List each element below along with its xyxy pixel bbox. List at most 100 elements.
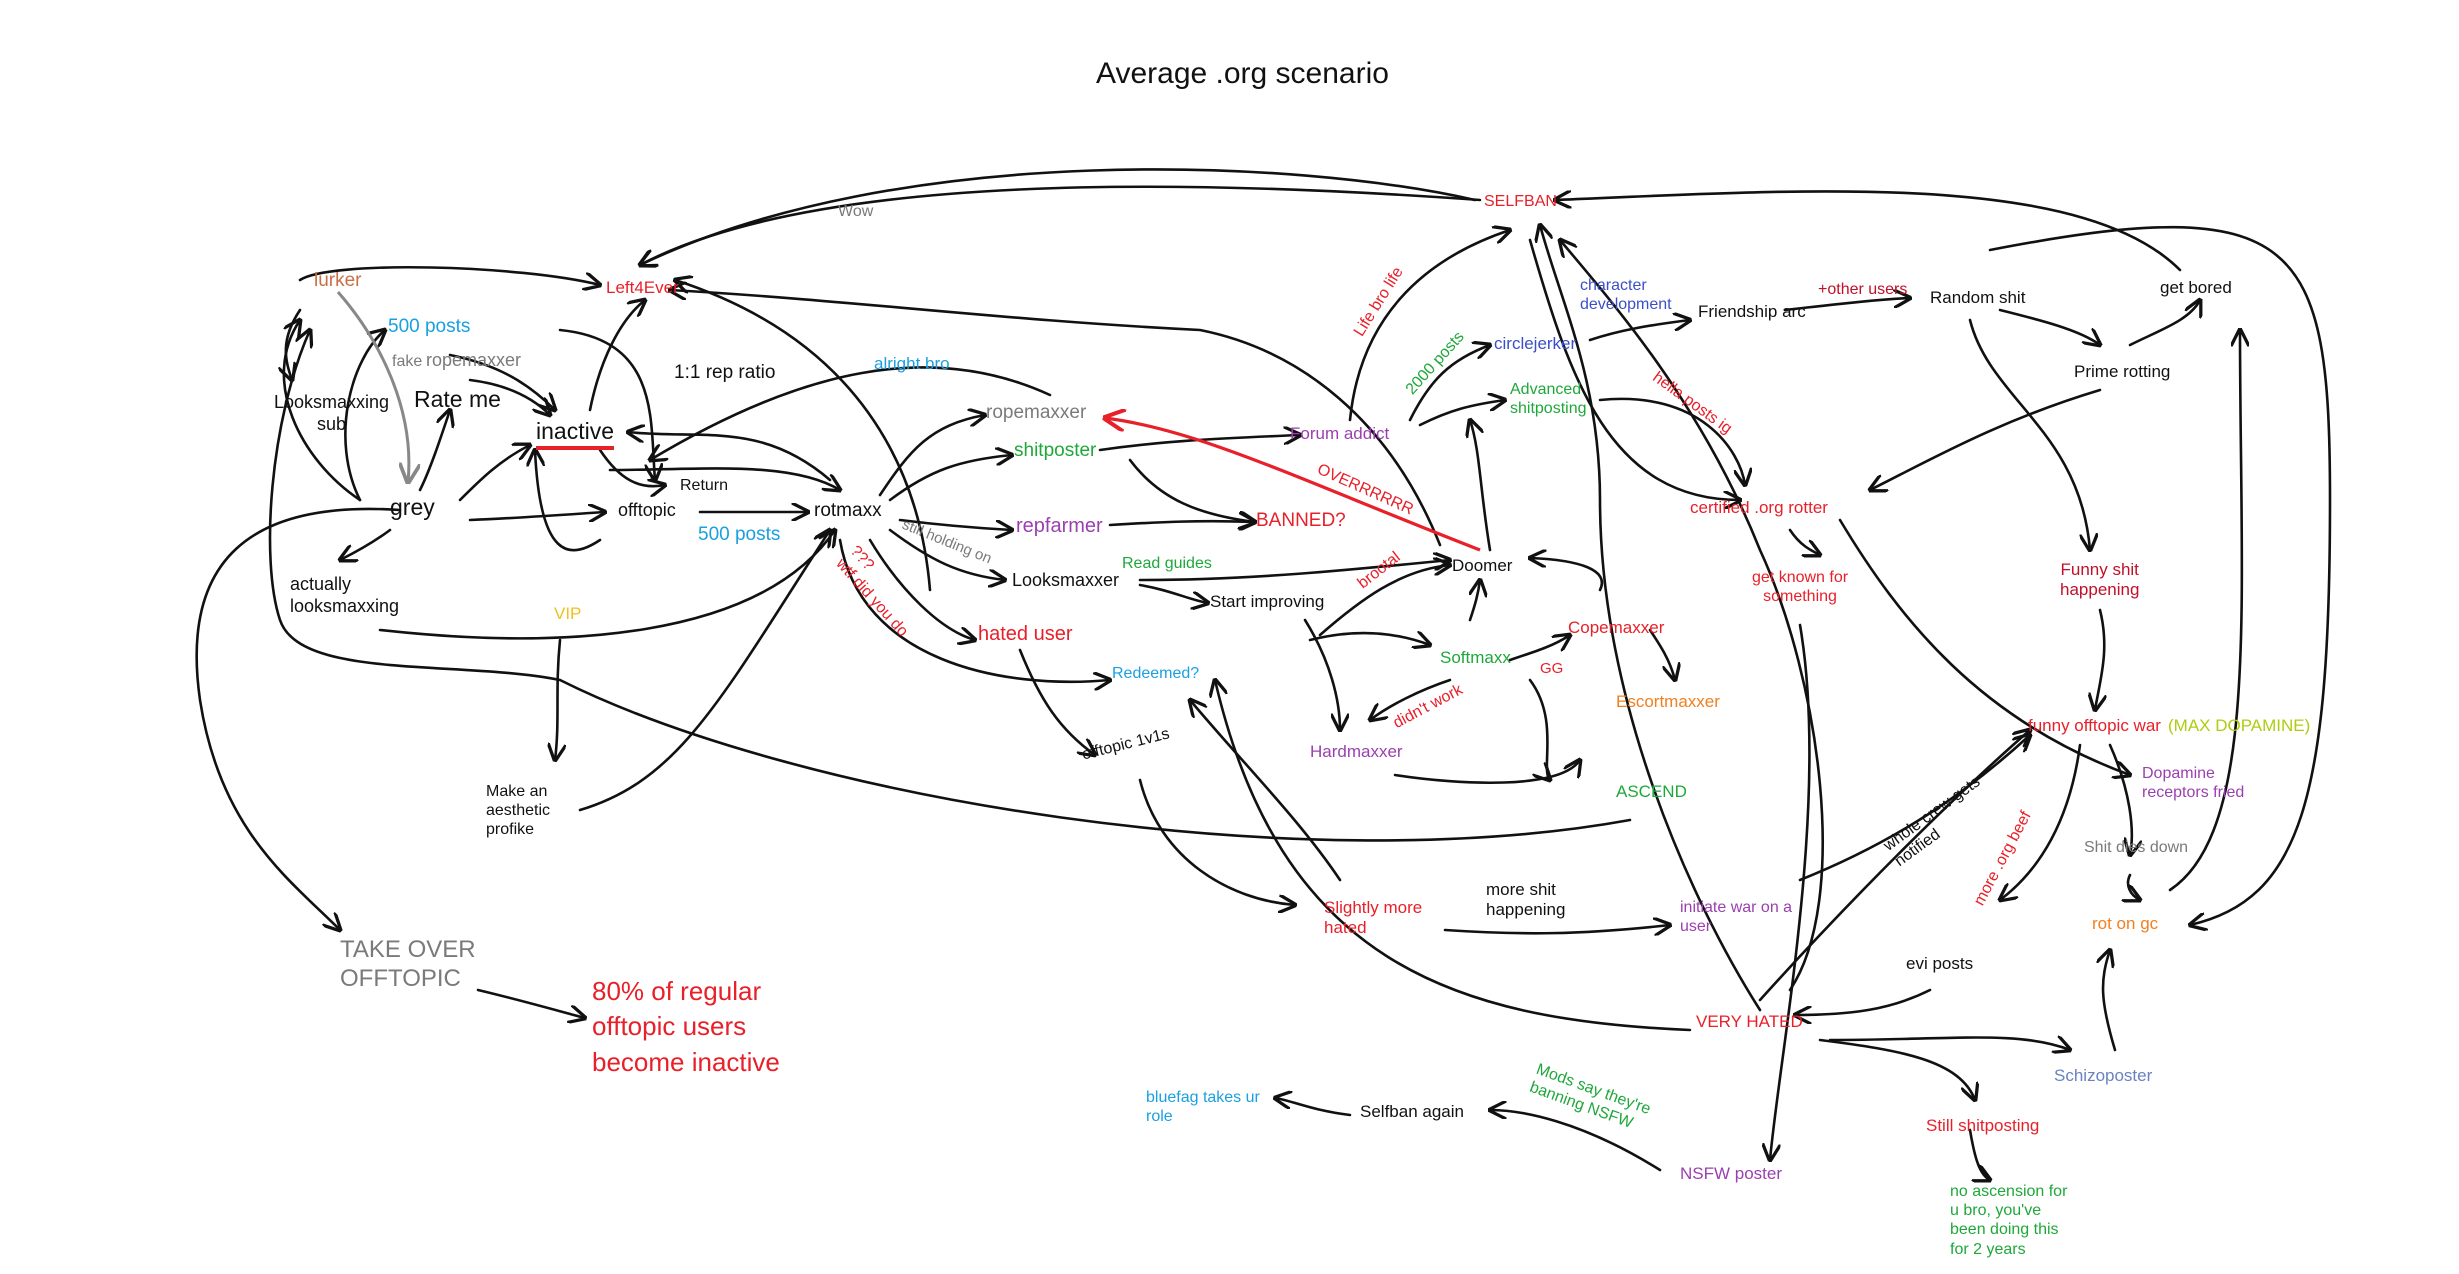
arrow-selfban-chardev <box>1528 238 1740 500</box>
node-get-bored: get bored <box>2160 278 2232 297</box>
node-no-ascension: no ascension for u bro, you've been doin… <box>1950 1183 2068 1258</box>
node-rot-on-gc: rot on gc <box>2092 914 2159 933</box>
arrow-prime-getbored <box>2128 300 2200 347</box>
arrow-doomer-advanced <box>1470 420 1492 552</box>
arrow-rotmaxx-repfarmer <box>898 518 1012 530</box>
arrow-getknown-nsfw <box>1770 623 1811 1160</box>
arrow-takeover-80 <box>476 988 585 1018</box>
node-hated-user: hated user <box>978 623 1073 645</box>
arrow-looksmaxxer-doomer <box>1138 560 1450 582</box>
arrow-doomer-ropemaxxer <box>1105 418 1481 552</box>
arrow-vip-inactive <box>535 450 602 552</box>
arrow-getbored-selfban <box>1555 190 2182 272</box>
arrow-grey-lurker <box>282 320 362 502</box>
arrow-lurker-left4ever <box>298 265 600 285</box>
arrow-funnywar-evi <box>2000 743 2082 900</box>
arrow-grey-offtopic <box>468 512 605 520</box>
arrow-rotmaxx-looksmaxxer <box>888 528 1005 580</box>
arrow-makeprofile-rotmaxx <box>578 530 830 812</box>
node-left4ever: Left4Ever <box>606 278 679 297</box>
arrow-rotgc-right <box>2168 330 2242 892</box>
arrow-left4ever-rep <box>675 280 932 592</box>
node-selfban-again: Selfban again <box>1360 1102 1464 1121</box>
node-rep-ratio: 1:1 rep ratio <box>674 362 776 383</box>
node-500-posts: 500 posts <box>388 316 471 337</box>
node-rotmaxx: rotmaxx <box>814 500 882 521</box>
arrow-wow-left4ever <box>640 185 1482 265</box>
node-very-hated: VERY HATED <box>1696 1012 1803 1031</box>
arrow-inactive-left4ever <box>588 300 645 412</box>
arrow-advanced-certified <box>1598 397 1745 485</box>
arrow-grey-inactive <box>458 445 530 502</box>
arrow-alrightbro <box>650 366 1052 460</box>
arrow-shitposter-banned <box>1128 458 1255 522</box>
arrow-inactive-return <box>598 448 665 486</box>
node-redeemed: Redeemed? <box>1112 665 1200 682</box>
node-wow: Wow <box>838 203 874 220</box>
node-hardmaxxer: Hardmaxxer <box>1310 742 1403 761</box>
arrow-veryhated-stillshit <box>1818 1038 1975 1100</box>
arrow-funnywar-dies <box>2108 743 2132 855</box>
arrow-evi-veryhated <box>1795 988 1932 1015</box>
node-lurker: lurker <box>314 270 362 291</box>
arrow-random-prime <box>1998 308 2100 345</box>
node-bluefag: bluefag takes ur role <box>1146 1089 1260 1126</box>
node-inactive: inactive <box>536 418 614 450</box>
arrow-rotmaxx-ropemaxxer <box>878 415 985 497</box>
node-funny-shit: Funny shit happening <box>2060 560 2140 600</box>
arrow-friendship-other <box>1783 298 1910 312</box>
node-alright-bro: alright bro <box>874 354 950 373</box>
node-nsfw-poster: NSFW poster <box>1680 1164 1783 1183</box>
arrow-forumaddict-advanced <box>1418 400 1505 427</box>
node-fake-ropemaxxer: ropemaxxer <box>426 350 522 370</box>
arrow-veryhated-selfban <box>1540 225 1762 1012</box>
node-max-dopamine: (MAX DOPAMINE) <box>2168 716 2311 735</box>
arrow-funny-funnywar <box>2095 608 2104 710</box>
node-slightly-more-hated: Slightly more hated <box>1324 898 1423 938</box>
node-shitposter: shitposter <box>1014 440 1097 461</box>
arrow-looksmaxxer-startimproving <box>1138 583 1208 603</box>
node-forum-addict: Forum addict <box>1290 424 1390 443</box>
node-doomer: Doomer <box>1452 556 1513 575</box>
arrow-veryhated-schizo <box>1828 1038 2070 1051</box>
arrow-softmaxx-doomer <box>1468 580 1480 622</box>
arrow-schizo-rot <box>2103 950 2117 1052</box>
arrow-hardmaxxer-ascend <box>1393 760 1580 784</box>
node-actually-looksmaxxing: actually looksmaxxing <box>290 574 400 616</box>
arrow-forumaddict-circlejerker <box>1408 345 1490 422</box>
arrow-rateme-inactive <box>468 378 550 415</box>
node-dopamine-fried: Dopamine receptors fried <box>2142 765 2245 802</box>
node-offtopic: offtopic <box>618 500 676 520</box>
arrow-slightly-redeemed <box>1190 700 1342 882</box>
arrow-copemaxxer-escort <box>1648 628 1675 680</box>
node-still-shitposting: Still shitposting <box>1926 1116 2040 1135</box>
arrow-prime-certified <box>1870 388 2102 490</box>
node-copemaxxer: Copemaxxer <box>1568 618 1665 637</box>
arrow-startimproving-hardmaxxer <box>1303 618 1340 730</box>
node-make-profile: Make an aesthetic profike <box>486 783 551 839</box>
node-repfarmer: repfarmer <box>1016 515 1103 537</box>
node-ascend: ASCEND <box>1616 782 1687 801</box>
node-circlejerker: circlejerker <box>1494 334 1577 353</box>
node-certified-rotter: certified .org rotter <box>1690 498 1828 517</box>
node-gg: GG <box>1540 660 1564 677</box>
arrow-outer-right <box>1988 225 2332 925</box>
node-advanced-shitposting: Advanced shitposting <box>1510 381 1587 418</box>
node-grey: grey <box>390 494 435 520</box>
arrow-veryhated-nsfw <box>1560 240 1824 992</box>
node-banned: BANNED? <box>1256 510 1346 531</box>
node-prime-rotting: Prime rotting <box>2074 362 2171 381</box>
node-evi-posts: evi posts <box>1906 954 1974 973</box>
arrow-dies-rot <box>2128 873 2140 900</box>
arrow-rotmaxx-hated <box>868 538 975 640</box>
arrow-rotmaxx-shitposter <box>888 455 1012 502</box>
arrow-offtopic1v1-slightly <box>1138 778 1295 905</box>
node-return: Return <box>680 477 729 494</box>
node-rate-me: Rate me <box>414 386 501 412</box>
node-funny-offtopic-war: funny offtopic war <box>2028 716 2161 735</box>
arrow-rotmaxx-inactive <box>628 432 832 482</box>
node-80-percent: 80% of regular offtopic users become ina… <box>592 976 780 1077</box>
arrow-nsfw-selfbanagain <box>1490 1110 1662 1172</box>
arrow-grey-rateme <box>418 410 450 492</box>
